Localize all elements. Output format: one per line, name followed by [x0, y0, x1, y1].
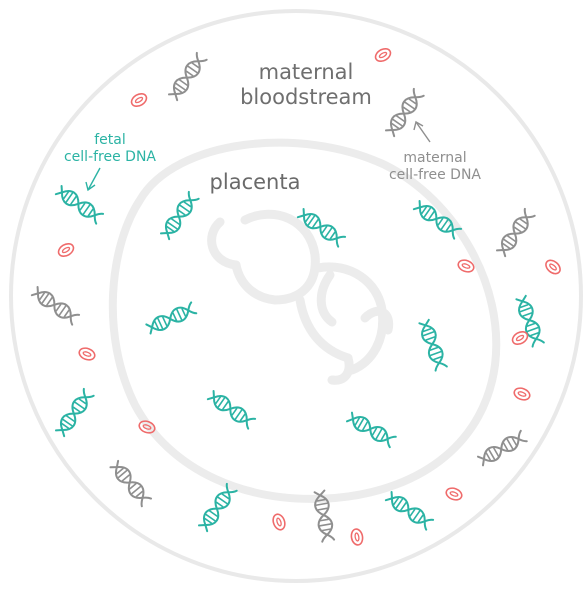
red-blood-cell-icon	[543, 258, 562, 277]
red-blood-cell-icon	[78, 346, 97, 362]
maternal-cfdna-line1: maternal	[355, 150, 515, 167]
maternal-bloodstream-label: maternal bloodstream	[196, 60, 416, 110]
placenta-label: placenta	[195, 170, 315, 195]
dna-helix-icon	[346, 411, 396, 448]
dna-helix-icon	[418, 319, 448, 371]
dna-helix-icon	[146, 302, 197, 335]
dna-helix-icon	[55, 388, 95, 437]
maternal-cfdna-label: maternal cell-free DNA	[355, 150, 515, 184]
dna-helix-icon	[198, 483, 238, 532]
red-blood-cell-icon	[271, 513, 287, 532]
fetal-cfdna-line2: cell-free DNA	[45, 149, 175, 166]
dna-helix-icon	[160, 191, 200, 240]
dna-helix-icon	[496, 208, 536, 257]
red-blood-cell-icon	[513, 386, 532, 402]
dna-helix-icon	[31, 286, 80, 326]
dna-helix-icon	[55, 185, 104, 225]
maternal-bloodstream-line1: maternal	[196, 60, 416, 85]
fetal-cfdna-label: fetal cell-free DNA	[45, 132, 175, 166]
red-blood-cell-icon	[129, 91, 148, 109]
maternal-bloodstream-line2: bloodstream	[196, 85, 416, 110]
dna-helix-icon	[385, 491, 434, 531]
dna-helix-icon	[515, 295, 545, 347]
red-blood-cell-icon	[350, 528, 364, 546]
dna-helix-icon	[109, 460, 151, 507]
red-blood-cell-icon	[56, 241, 75, 259]
dna-helix-icon	[477, 430, 527, 467]
maternal-pointer-arrow	[414, 122, 430, 142]
red-blood-cell-icon	[445, 486, 464, 502]
fetal-pointer-arrow	[86, 168, 100, 190]
fetal-cfdna-line1: fetal	[45, 132, 175, 149]
dna-helix-icon	[207, 390, 256, 430]
fetus-outline-icon	[212, 214, 389, 380]
maternal-cfdna-line2: cell-free DNA	[355, 167, 515, 184]
